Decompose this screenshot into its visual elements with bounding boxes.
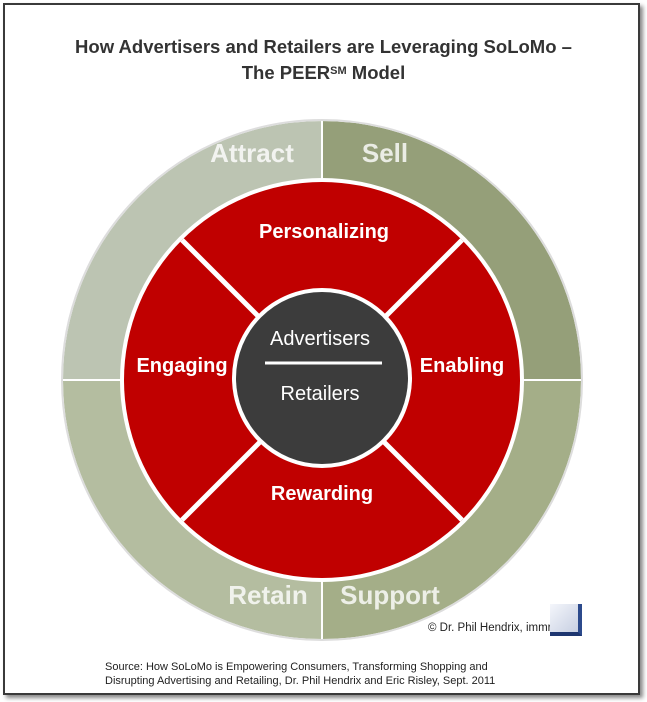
immr-logo xyxy=(550,604,582,636)
diagram-title: How Advertisers and Retailers are Levera… xyxy=(0,34,647,86)
title-model: Model xyxy=(346,62,406,83)
source-note: Source: How SoLoMo is Empowering Consume… xyxy=(105,660,495,688)
label-attract: Attract xyxy=(210,138,294,168)
label-retain: Retain xyxy=(228,580,307,610)
segment-enabling: Enabling xyxy=(420,355,504,377)
segment-rewarding: Rewarding xyxy=(271,483,373,505)
copyright: © Dr. Phil Hendrix, immr xyxy=(428,622,552,634)
source-line-1: Source: How SoLoMo is Empowering Consume… xyxy=(105,661,488,673)
segment-personalizing: Personalizing xyxy=(259,221,389,243)
title-line-1: How Advertisers and Retailers are Levera… xyxy=(75,36,572,57)
segment-engaging: Engaging xyxy=(136,355,227,377)
source-line-2: Disrupting Advertising and Retailing, Dr… xyxy=(105,675,496,687)
center-advertisers: Advertisers xyxy=(270,328,370,350)
title-line-2: The PEERSM Model xyxy=(0,60,647,86)
center-circle xyxy=(236,292,408,464)
center-retailers: Retailers xyxy=(281,383,360,405)
title-sm: SM xyxy=(330,65,347,77)
label-sell: Sell xyxy=(362,138,408,168)
label-support: Support xyxy=(340,580,440,610)
title-peer: The PEER xyxy=(241,62,331,83)
